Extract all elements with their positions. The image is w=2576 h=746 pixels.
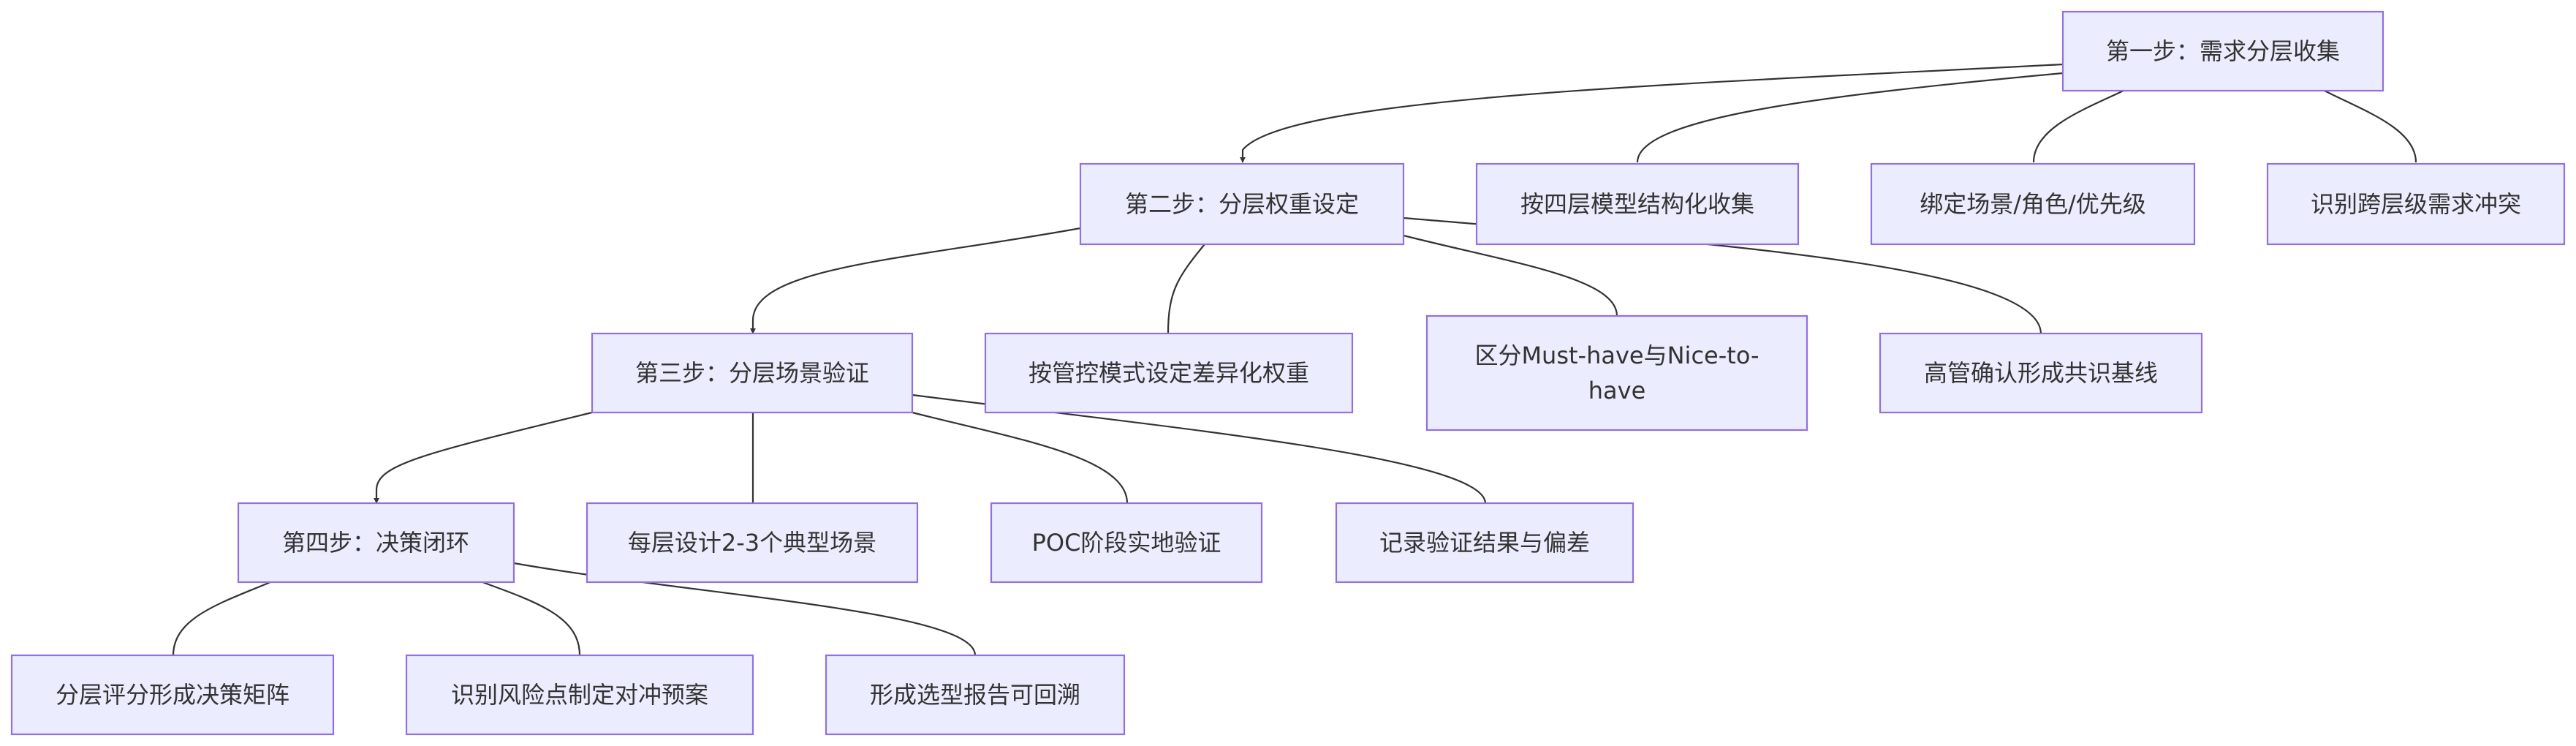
edge-step4-to-s4a [172,581,271,656]
node-s3-poc: POC阶段实地验证 [990,502,1263,584]
edge-step1-to-step2 [1240,63,2064,163]
node-s4-report: 形成选型报告可回溯 [825,654,1126,736]
edge-step1-to-s1b [2032,90,2124,163]
edge-step2-to-s2a [1167,244,1205,334]
node-s1-bind-scenario: 绑定场景/角色/优先级 [1870,162,2196,246]
node-step2: 第二步：分层权重设定 [1079,162,1405,246]
node-s1-structured-collection-label: 按四层模型结构化收集 [1520,190,1754,218]
edge-step3-to-step4 [374,411,593,504]
node-step4-label: 第四步：决策闭环 [282,529,469,557]
node-s3-scenarios: 每层设计2-3个典型场景 [586,502,919,584]
node-s4-risk: 识别风险点制定对冲预案 [405,654,754,736]
node-s3-record: 记录验证结果与偏差 [1335,502,1634,584]
node-s2-weights-label: 按管控模式设定差异化权重 [1028,359,1309,387]
edge-step3-to-s3b [912,411,1129,504]
edge-step2-to-s2b [1403,234,1618,317]
node-s2-must-have-label-line1: 区分Must-have与Nice-to- [1474,342,1759,369]
node-step2-label: 第二步：分层权重设定 [1125,190,1359,218]
node-s4-matrix: 分层评分形成决策矩阵 [10,654,335,736]
node-s2-must-have-label-line2: have [1588,377,1646,404]
edge-step2-to-step3 [750,227,1081,334]
node-s4-matrix-label: 分层评分形成决策矩阵 [56,681,289,709]
node-step1-label: 第一步：需求分层收集 [2106,37,2340,65]
node-s1-structured-collection: 按四层模型结构化收集 [1475,162,1800,246]
node-s1-bind-scenario-label: 绑定场景/角色/优先级 [1920,190,2146,218]
node-s3-record-label: 记录验证结果与偏差 [1379,529,1590,557]
edge-step1-to-s1a [1636,72,2064,163]
node-step3-label: 第三步：分层场景验证 [635,359,869,387]
node-step3: 第三步：分层场景验证 [591,332,914,414]
node-s4-risk-label: 识别风险点制定对冲预案 [451,681,708,709]
nodes: 第一步：需求分层收集 第二步：分层权重设定 按四层模型结构化收集 绑定场景/角色… [10,10,2566,736]
node-s1-conflict: 识别跨层级需求冲突 [2266,162,2566,246]
edge-step4-to-s4b [482,581,581,656]
node-s4-report-label: 形成选型报告可回溯 [870,681,1080,709]
node-s3-scenarios-label: 每层设计2-3个典型场景 [628,529,876,557]
node-s2-must-have: 区分Must-have与Nice-to- have [1425,314,1808,432]
node-s1-conflict-label: 识别跨层级需求冲突 [2311,190,2521,218]
node-step4: 第四步：决策闭环 [237,502,515,584]
edge-step1-to-s1c [2324,90,2417,163]
node-s2-weights: 按管控模式设定差异化权重 [984,332,1354,414]
node-step1: 第一步：需求分层收集 [2061,10,2384,92]
node-s3-poc-label: POC阶段实地验证 [1032,529,1221,557]
node-s2-baseline: 高管确认形成共识基线 [1879,332,2203,414]
node-s2-baseline-label: 高管确认形成共识基线 [1924,359,2158,387]
